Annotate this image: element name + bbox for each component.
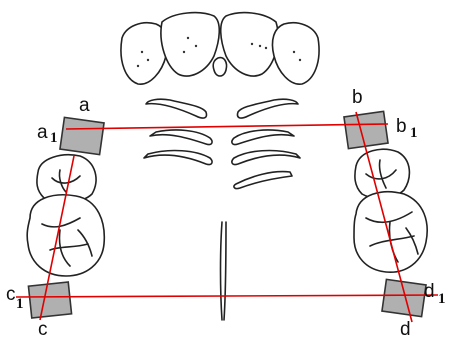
label-b1-base: b [396,116,407,137]
marker-c [28,282,71,318]
marker-d [382,279,426,316]
label-c1-index: 1 [16,296,24,312]
label-d: d [400,319,411,340]
tooth-incisor-left-central [161,13,219,76]
label-a: a [79,95,90,116]
ruga-left-3 [144,151,212,165]
label-a1-index: 1 [50,130,58,146]
midpalatal-raphe [221,222,227,320]
ruga-left-1 [146,99,207,118]
right-molar-tooth [354,192,427,272]
ruga-right-2 [232,130,294,145]
palatal-rugae [144,99,300,188]
left-premolars-molars [27,155,104,276]
incisor-teeth [121,13,319,85]
tooth-incisor-right-central [221,13,278,76]
line-a-b [66,124,388,129]
ruga-right-4 [234,172,292,189]
ruga-right-1 [237,99,298,118]
label-b1-index: 1 [410,125,418,141]
marker-b [344,111,388,148]
ruga-left-2 [150,130,212,145]
label-d1-base: d [424,281,435,302]
marker-a [60,117,104,154]
label-c: c [38,319,48,340]
label-a1-base: a [37,122,48,143]
label-d1-index: 1 [438,291,446,307]
line-c-d [16,295,438,297]
label-c1-base: c [6,284,16,305]
right-premolar-tooth [355,149,410,198]
tooth-incisor-right-lateral [272,23,319,84]
label-b: b [352,87,363,108]
ruga-right-3 [232,151,300,165]
right-premolars-molars [354,149,427,272]
left-molar-tooth [27,195,104,276]
incisive-papilla [213,58,226,76]
